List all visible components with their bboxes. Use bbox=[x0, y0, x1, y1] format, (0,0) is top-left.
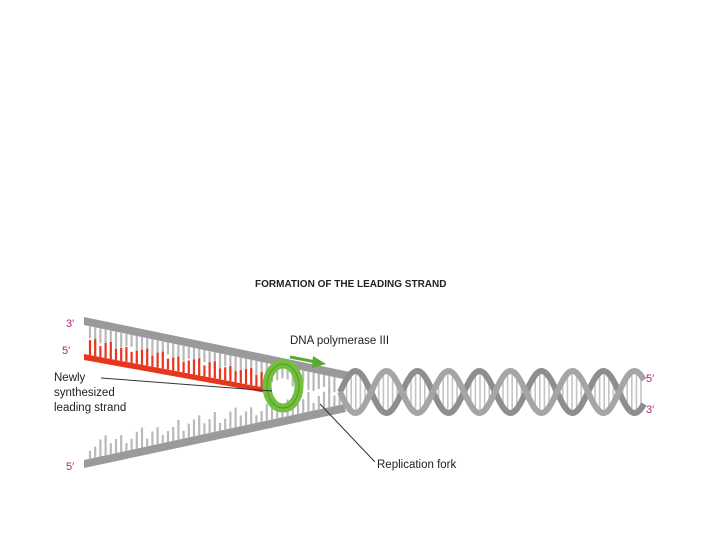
bottom-template-bases bbox=[88, 387, 341, 459]
top-template-backbone bbox=[84, 317, 350, 380]
new-leading-strand-backbone bbox=[84, 354, 272, 394]
end-label-top-3prime: 3′ bbox=[66, 318, 74, 330]
diagram-title: FORMATION OF THE LEADING STRAND bbox=[255, 279, 446, 290]
dna-polymerase-iii bbox=[262, 359, 304, 413]
svg-text:leading strand: leading strand bbox=[54, 402, 126, 414]
end-label-red-5prime: 5′ bbox=[62, 345, 70, 357]
fork-label: Replication fork bbox=[377, 459, 457, 471]
new-strand-label: Newly synthesized leading strand bbox=[54, 372, 126, 414]
helix-backbone-a bbox=[337, 367, 647, 417]
end-label-right-5prime: 5′ bbox=[646, 373, 654, 385]
new-strand-leader-line bbox=[100, 377, 273, 392]
bottom-template-backbone bbox=[84, 404, 346, 468]
double-helix bbox=[337, 367, 647, 417]
fork-leader-line bbox=[319, 403, 376, 463]
svg-text:Newly: Newly bbox=[54, 372, 86, 384]
enzyme-label: DNA polymerase III bbox=[290, 335, 389, 347]
svg-text:synthesized: synthesized bbox=[54, 387, 115, 399]
end-label-right-3prime: 3′ bbox=[646, 404, 654, 416]
end-label-bottom-5prime: 5′ bbox=[66, 461, 74, 473]
helix-backbone-b bbox=[337, 367, 647, 417]
movement-arrow bbox=[289, 355, 326, 368]
